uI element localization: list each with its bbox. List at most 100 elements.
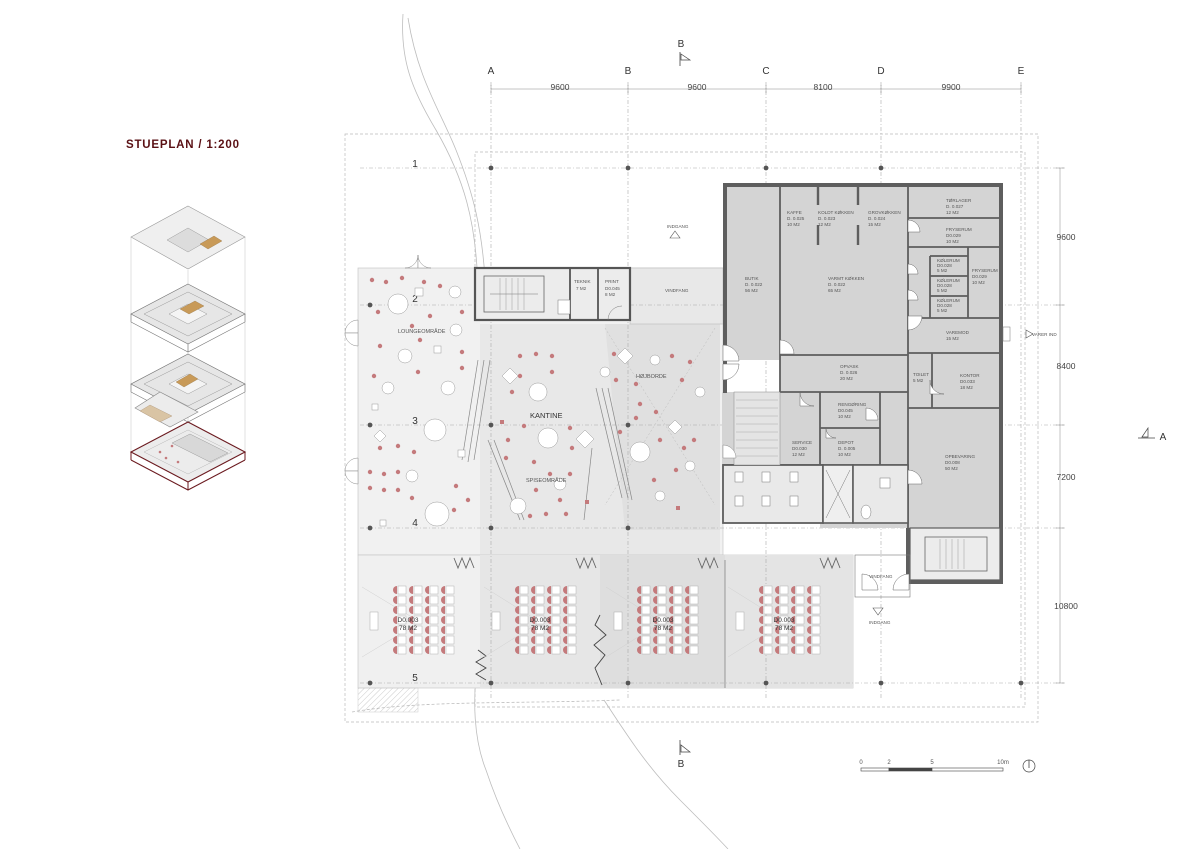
classroom-desk bbox=[811, 585, 821, 595]
room-fryserum1-code: D0.029 bbox=[946, 233, 961, 238]
classroom-chair bbox=[669, 596, 673, 604]
classroom-desk bbox=[397, 595, 407, 605]
classroom-desk bbox=[429, 595, 439, 605]
classroom-desk bbox=[641, 615, 651, 625]
room-kontor-name: KONTOR bbox=[960, 373, 980, 378]
classroom-desk bbox=[551, 595, 561, 605]
room-kolerum3-name: KØLERUM bbox=[937, 298, 960, 303]
classroom-chair bbox=[669, 636, 673, 644]
classroom-desk bbox=[811, 595, 821, 605]
top-service-block: TEKNIK 7 M2 PRINT D0.045 8 M2 VINDFANG I… bbox=[473, 224, 689, 322]
dim-de: 9900 bbox=[942, 82, 961, 92]
room-opvask-area: 20 M2 bbox=[840, 376, 853, 381]
classroom-desk bbox=[763, 585, 773, 595]
classroom-chair bbox=[759, 596, 763, 604]
classroom-desk bbox=[551, 605, 561, 615]
classroom-desk bbox=[763, 625, 773, 635]
classroom-desk bbox=[779, 605, 789, 615]
classroom-desk bbox=[673, 585, 683, 595]
room-kaffe-area: 10 M2 bbox=[787, 222, 800, 227]
row-label-5: 5 bbox=[412, 673, 418, 684]
dim-34: 7200 bbox=[1057, 472, 1076, 482]
classroom-desk bbox=[397, 625, 407, 635]
classroom-1-code: D0.003 bbox=[398, 617, 419, 624]
section-label-top: B bbox=[678, 39, 685, 50]
classroom-chair bbox=[425, 626, 429, 634]
classroom-desk bbox=[763, 615, 773, 625]
room-print-name: PRINT bbox=[605, 279, 619, 284]
zone-dining-label: SPISEOMRÅDE bbox=[526, 477, 567, 484]
classroom-chair bbox=[775, 606, 779, 614]
classroom-chair bbox=[791, 596, 795, 604]
classroom-desk bbox=[641, 605, 651, 615]
classroom-chair bbox=[653, 616, 657, 624]
dim-12: 9600 bbox=[1057, 232, 1076, 242]
room-opbevaring-name: OPBEVARING bbox=[945, 454, 975, 459]
column-label-a: A bbox=[488, 66, 495, 77]
classroom-desk bbox=[641, 625, 651, 635]
classroom-chair bbox=[531, 586, 535, 594]
room-opbevaring-area: 50 M2 bbox=[945, 466, 958, 471]
classroom-chair bbox=[441, 646, 445, 654]
classroom-desk bbox=[519, 615, 529, 625]
section-arrow-right bbox=[1141, 426, 1149, 438]
classroom-desk bbox=[657, 635, 667, 645]
classroom-chair bbox=[807, 586, 811, 594]
classroom-chair bbox=[791, 636, 795, 644]
classroom-desk bbox=[641, 595, 651, 605]
room-kontor-code: D0.033 bbox=[960, 379, 975, 384]
scale-label-0: 0 bbox=[859, 760, 863, 766]
classroom-desk bbox=[641, 645, 651, 655]
classroom-desk bbox=[397, 615, 407, 625]
row-label-4: 4 bbox=[412, 518, 418, 529]
classroom-chair bbox=[791, 646, 795, 654]
classroom-desk bbox=[535, 625, 545, 635]
classroom-desk bbox=[795, 595, 805, 605]
classroom-desk bbox=[429, 585, 439, 595]
room-rengoring-code: D0.045 bbox=[838, 408, 853, 413]
classroom-desk bbox=[795, 605, 805, 615]
classroom-chair bbox=[563, 596, 567, 604]
room-kolerum2-code: D0.028 bbox=[937, 283, 952, 288]
classroom-chair bbox=[393, 606, 397, 614]
classroom-desk bbox=[779, 585, 789, 595]
zone-lounge-label: LOUNGEOMRÅDE bbox=[398, 328, 446, 335]
room-fryserum2-area: 10 M2 bbox=[972, 280, 985, 285]
entrance-bottom-label: INDGANG bbox=[869, 620, 891, 625]
classroom-chair bbox=[393, 626, 397, 634]
classroom-desk bbox=[535, 645, 545, 655]
room-depot-area: 10 M2 bbox=[838, 452, 851, 457]
room-kontor-area: 18 M2 bbox=[960, 385, 973, 390]
room-fryserum2-name: FRYSERUM bbox=[972, 268, 998, 273]
classroom-3-code: D0.003 bbox=[653, 617, 674, 624]
classroom-desk bbox=[641, 635, 651, 645]
scale-label-2: 2 bbox=[887, 760, 891, 766]
classroom-chair bbox=[669, 616, 673, 624]
room-opvask-name: OPVASK bbox=[840, 364, 859, 369]
classroom-chair bbox=[425, 646, 429, 654]
classroom-chair bbox=[409, 596, 413, 604]
room-torlager-code: D. 0.027 bbox=[946, 204, 964, 209]
classroom-chair bbox=[759, 606, 763, 614]
classroom-desk bbox=[429, 645, 439, 655]
classroom-desk bbox=[689, 595, 699, 605]
classroom-chair bbox=[547, 626, 551, 634]
scale-label-10: 10m bbox=[997, 760, 1009, 766]
classroom-chair bbox=[791, 606, 795, 614]
classroom-desk bbox=[413, 595, 423, 605]
classroom-chair bbox=[653, 636, 657, 644]
classroom-chair bbox=[637, 626, 641, 634]
classroom-chair bbox=[637, 596, 641, 604]
classroom-1-area: 78 M2 bbox=[399, 625, 417, 632]
classroom-chair bbox=[515, 616, 519, 624]
classroom-2-area: 78 M2 bbox=[531, 625, 549, 632]
dim-bc: 9600 bbox=[688, 82, 707, 92]
classroom-chair bbox=[759, 636, 763, 644]
room-varmt-name: VARMT KØKKEN bbox=[828, 276, 864, 281]
classroom-desk bbox=[567, 605, 577, 615]
vindfang-top-label: VINDFANG bbox=[665, 288, 689, 293]
classroom-4-area: 78 M2 bbox=[775, 625, 793, 632]
classroom-desk bbox=[657, 605, 667, 615]
room-torlager-name: TØRLAGER bbox=[946, 198, 972, 203]
entrance-bottom-arrow bbox=[872, 607, 884, 616]
